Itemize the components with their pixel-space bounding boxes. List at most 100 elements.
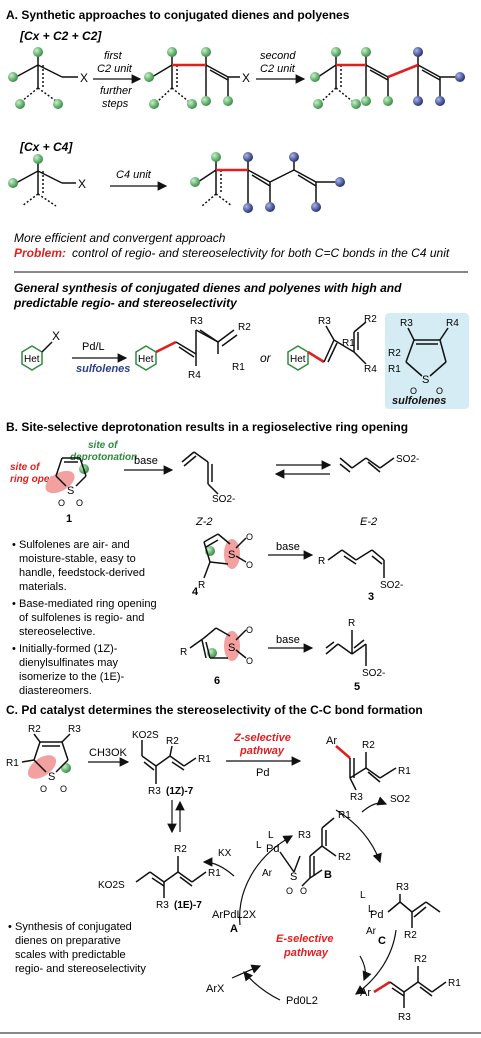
svg-text:O: O [246, 656, 253, 666]
arrow-label: base [276, 634, 300, 646]
svg-text:S: S [48, 771, 55, 783]
sulfinate-label: KO2S [132, 730, 159, 741]
green-ball [190, 177, 200, 187]
svg-text:•: • [8, 921, 12, 933]
green-ball [331, 47, 341, 57]
svg-text:R3: R3 [298, 830, 311, 841]
svg-text:R4: R4 [364, 364, 377, 375]
so2-release-arrow [361, 796, 388, 813]
x-label: X [80, 71, 88, 85]
svg-text:R1: R1 [342, 338, 355, 349]
svg-text:R3: R3 [398, 1012, 411, 1023]
substituent: R3 [156, 900, 169, 911]
green-ball [201, 96, 211, 106]
diene-product-e: Het R3 R2 R4 R1 [135, 316, 251, 381]
svg-text:Het: Het [290, 354, 306, 365]
row1-product [317, 55, 456, 102]
svg-text:Ar: Ar [262, 868, 273, 879]
green-ball [313, 99, 323, 109]
svg-text:•: • [12, 539, 16, 551]
arrow-label: Pd [256, 767, 269, 779]
z-pathway-label: Z-selective [233, 732, 291, 744]
arrow-label: C2 unit [260, 63, 296, 75]
svg-text:R1: R1 [6, 758, 19, 769]
svg-text:Pd: Pd [370, 909, 383, 921]
z-2-structure [181, 451, 219, 495]
row2-label: [Cx + C4] [19, 140, 73, 154]
sulfolene-sub: R3 [400, 318, 413, 329]
sulfinate-label: KO2S [98, 880, 125, 891]
compound-label: (1Z)-7 [166, 786, 194, 797]
arrow-label: steps [102, 98, 129, 110]
svg-text:dienes on preparative: dienes on preparative [15, 935, 121, 947]
section-c-title: C. Pd catalyst determines the stereosele… [6, 703, 423, 717]
sulfolenes-box-label: sulfolenes [392, 395, 446, 407]
green-ball [8, 72, 18, 82]
green-ball [383, 96, 393, 106]
compound-number: 3 [368, 591, 374, 603]
svg-text:Ar: Ar [360, 987, 371, 999]
arrow-label: sulfolenes [76, 363, 130, 375]
section-b-title: B. Site-selective deprotonation results … [6, 420, 408, 434]
svg-text:O: O [60, 784, 67, 794]
svg-text:•: • [12, 643, 16, 655]
product-release-arrow [359, 955, 372, 982]
general-line: predictable regio- and stereoselectivity [13, 296, 238, 310]
svg-text:handle, feedstock-derived: handle, feedstock-derived [19, 567, 145, 579]
blue-ball [265, 202, 275, 212]
green-ball [8, 178, 18, 188]
intermediate-c: L L Pd Ar R3 R2 C [360, 882, 441, 947]
sulfolenes-box [385, 313, 469, 409]
compound-number: 4 [192, 586, 199, 598]
green-ball [167, 47, 177, 57]
row1-start-fragment [15, 55, 78, 102]
svg-text:R2: R2 [404, 930, 417, 941]
compound-3 [327, 549, 385, 578]
svg-text:R3: R3 [318, 316, 331, 327]
section-a-title: A. Synthetic approaches to conjugated di… [6, 8, 350, 22]
substituent: R [318, 556, 325, 567]
compound-label: E-2 [360, 516, 377, 528]
or-label: or [260, 351, 272, 365]
sulfinate-label: SO2- [212, 494, 235, 505]
blue-ball [311, 202, 321, 212]
svg-text:of sulfolenes is regio- and: of sulfolenes is regio- and [19, 612, 144, 624]
svg-text:R3: R3 [68, 724, 81, 735]
svg-text:O: O [58, 498, 65, 508]
e-diene-product: Ar R2 R1 R3 [360, 954, 461, 1023]
svg-text:R1: R1 [398, 766, 411, 777]
sulfur-atom: S [422, 374, 429, 386]
svg-text:Synthesis of conjugated: Synthesis of conjugated [15, 921, 132, 933]
green-ball [201, 47, 211, 57]
arrow-label: C2 unit [97, 63, 133, 75]
svg-text:scales with predictable: scales with predictable [15, 949, 126, 961]
efficient-note: More efficient and convergent approach [14, 231, 226, 245]
substituent: R2 [174, 844, 187, 855]
substituent: R2 [166, 736, 179, 747]
row2-start-fragment [15, 162, 76, 207]
sulfolene-c: R2 R3 R1 S O O [6, 724, 81, 794]
svg-text:R2: R2 [338, 852, 351, 863]
cycle-arc [335, 809, 382, 864]
arrow-label: second [260, 50, 296, 62]
svg-text:moisture-stable, easy to: moisture-stable, easy to [19, 553, 136, 565]
compound-number: 1 [66, 513, 72, 525]
svg-text:Het: Het [24, 354, 40, 365]
deprotonation-label: deprotonation [70, 452, 137, 463]
substituent: R1 [208, 868, 221, 879]
pd-complex-a: ArPdL2X [212, 909, 257, 921]
svg-text:L: L [368, 904, 374, 915]
ring-opening-label: site of [10, 462, 41, 473]
blue-ball [413, 47, 423, 57]
svg-text:Base-mediated ring opening: Base-mediated ring opening [19, 598, 157, 610]
svg-text:O: O [246, 560, 253, 570]
cycle-arc [239, 835, 294, 926]
svg-text:S: S [228, 642, 235, 654]
z-diene-product: Ar R2 R1 R3 [326, 735, 411, 803]
z-7-structure [141, 740, 197, 784]
sulfolene-6: S O O R [180, 625, 253, 666]
problem-text: control of regio- and stereoselectivity … [72, 246, 450, 260]
svg-text:R3: R3 [190, 316, 203, 327]
arrow-label: first [104, 50, 123, 62]
svg-text:L: L [268, 830, 274, 841]
